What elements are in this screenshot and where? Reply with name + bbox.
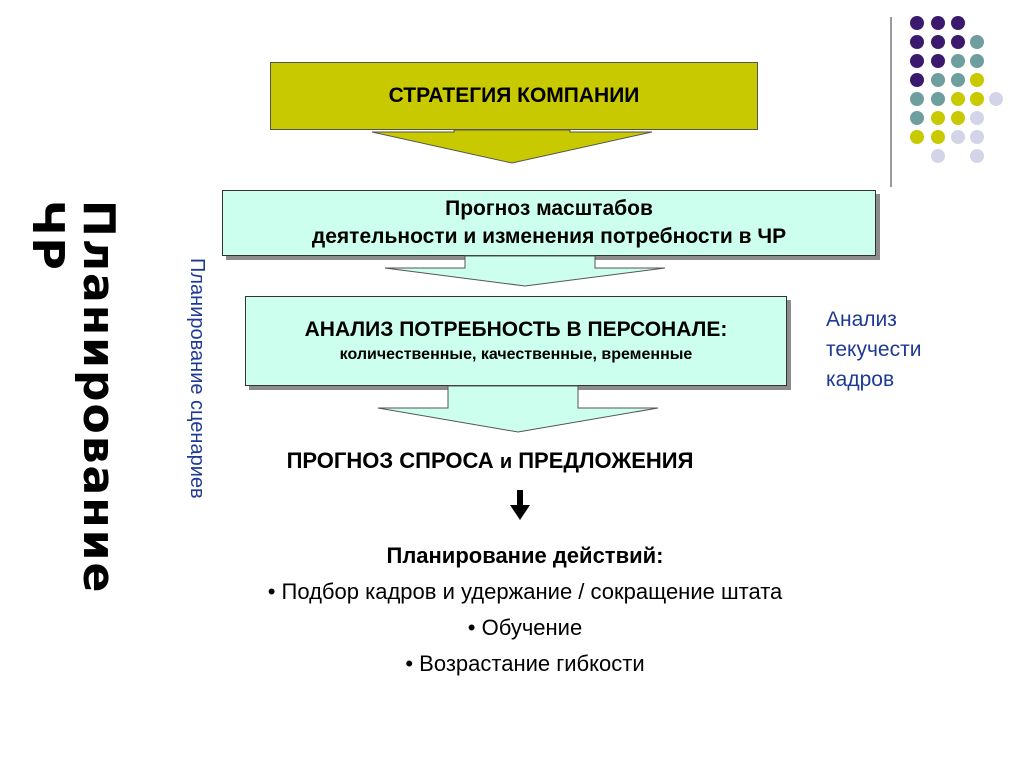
decorative-dot — [931, 54, 945, 68]
action-item: • Обучение — [467, 615, 583, 640]
strategy-box: СТРАТЕГИЯ КОМПАНИИ — [270, 62, 758, 130]
decorative-dot — [951, 35, 965, 49]
decorative-dot — [970, 111, 984, 125]
decorative-dot — [910, 73, 924, 87]
decorative-dot — [910, 16, 924, 30]
forecast-line-1: Прогноз масштабов — [445, 197, 653, 220]
analysis-box: АНАЛИЗ ПОТРЕБНОСТЬ В ПЕРСОНАЛЕ: количест… — [245, 296, 787, 386]
decorative-dot — [970, 130, 984, 144]
decorative-dot — [951, 54, 965, 68]
action-item: • Возрастание гибкости — [405, 651, 645, 676]
analysis-title: АНАЛИЗ ПОТРЕБНОСТЬ В ПЕРСОНАЛЕ: — [304, 318, 728, 341]
decorative-dot — [910, 111, 924, 125]
decorative-dot — [910, 92, 924, 106]
decorative-dot — [951, 16, 965, 30]
decorative-dot — [951, 111, 965, 125]
turnover-analysis-label: Анализ текучести кадров — [826, 305, 976, 395]
demand-supply-forecast: ПРОГНОЗ СПРОСА и ПРЕДЛОЖЕНИЯ — [190, 448, 790, 474]
decorative-dot — [970, 73, 984, 87]
decorative-dot — [970, 92, 984, 106]
decorative-dot — [910, 35, 924, 49]
vertical-scenario-label: Планирование сценариев — [186, 258, 208, 499]
decorative-dot — [931, 149, 945, 163]
analysis-subtitle: количественные, качественные, временные — [339, 346, 693, 363]
action-item: • Подбор кадров и удержание / сокращение… — [267, 579, 783, 604]
decorative-dot — [910, 54, 924, 68]
decorative-dot — [910, 130, 924, 144]
decorative-dot — [951, 130, 965, 144]
decorative-dot — [970, 149, 984, 163]
decorative-dot — [970, 54, 984, 68]
decorative-dot — [989, 92, 1003, 106]
forecast-line-2: деятельности и изменения потребности в Ч… — [311, 225, 787, 248]
down-arrow-2 — [384, 255, 666, 287]
decorative-dot — [931, 111, 945, 125]
turnover-line-3: кадров — [826, 368, 895, 391]
small-down-arrow — [510, 490, 530, 520]
and-label: и — [499, 451, 513, 473]
down-arrow-3 — [377, 385, 659, 433]
turnover-line-2: текучести — [826, 338, 922, 361]
decorative-vertical-line — [890, 17, 892, 187]
decorative-dot — [951, 92, 965, 106]
decorative-dot — [951, 73, 965, 87]
action-planning: Планирование действий: • Подбор кадров и… — [150, 538, 900, 682]
decorative-dot — [931, 130, 945, 144]
turnover-line-1: Анализ — [826, 308, 897, 331]
decorative-dot — [931, 16, 945, 30]
decorative-dot — [931, 92, 945, 106]
decorative-dot — [931, 73, 945, 87]
forecast-box: Прогноз масштабов деятельности и изменен… — [222, 190, 876, 256]
down-arrow-1 — [371, 129, 653, 164]
supply-label: ПРЕДЛОЖЕНИЯ — [518, 448, 694, 473]
strategy-label: СТРАТЕГИЯ КОМПАНИИ — [388, 84, 640, 107]
decorative-dot — [970, 35, 984, 49]
actions-title: Планирование действий: — [386, 543, 664, 568]
vertical-title: Планирование ЧР — [22, 200, 124, 595]
decorative-dot — [931, 35, 945, 49]
demand-label: ПРОГНОЗ СПРОСА — [286, 448, 494, 473]
